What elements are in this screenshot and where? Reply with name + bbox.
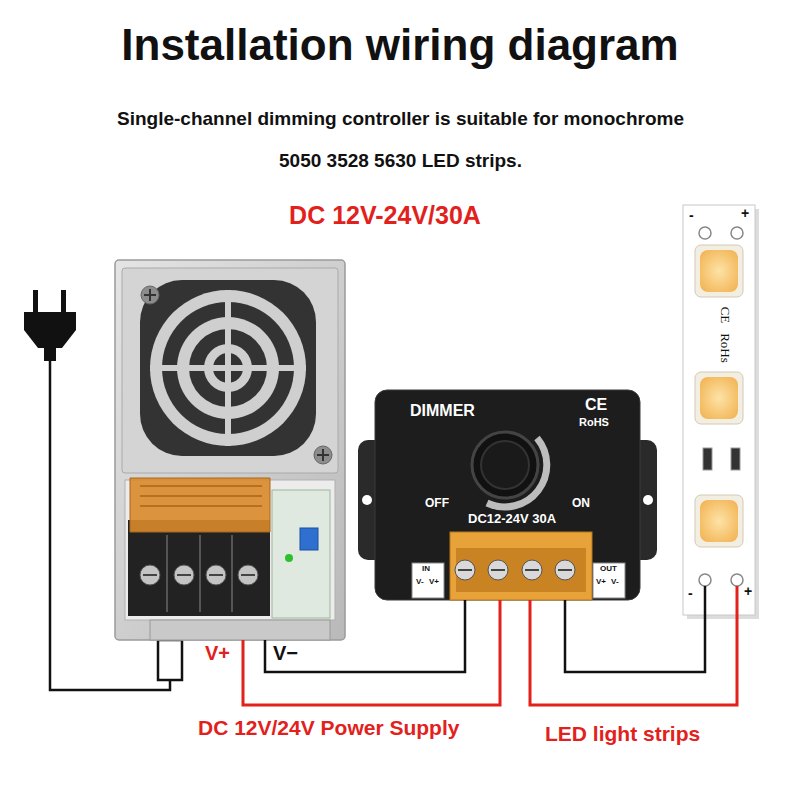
negative-wire xyxy=(565,600,705,672)
cert-mark: CE xyxy=(585,396,607,414)
polarity-mark: + xyxy=(741,205,749,221)
terminal-group: OUT xyxy=(600,564,617,573)
strip-label: LED light strips xyxy=(545,722,700,746)
pin-name: V- xyxy=(416,577,424,586)
cert-mark: CE xyxy=(718,307,733,324)
rating-label: DC 12V-24V/30A xyxy=(200,201,570,230)
led-strip-drawing xyxy=(683,205,759,619)
polarity-mark: - xyxy=(689,207,694,223)
power-supply-label: DC 12V/24V Power Supply xyxy=(198,716,459,740)
terminal-label: V+ xyxy=(205,642,230,665)
subtitle: Single-channel dimming controller is sui… xyxy=(112,98,689,182)
polarity-mark: - xyxy=(688,585,693,601)
title: Installation wiring diagram xyxy=(0,20,800,71)
dimmer-drawing xyxy=(358,390,657,600)
negative-wire xyxy=(265,600,465,672)
product-name: DIMMER xyxy=(410,402,475,420)
dimmer-controller: DIMMER CE RoHS OFF ON DC12-24V 30A IN V- V+ OUT V+… xyxy=(375,390,640,600)
knob-label: OFF xyxy=(425,497,449,511)
pin-name: V- xyxy=(611,577,619,586)
positive-wire xyxy=(243,600,500,705)
led-strip: - + CE RoHs - + xyxy=(683,205,755,615)
terminal-group: IN xyxy=(422,564,430,573)
polarity-mark: + xyxy=(744,583,752,599)
terminal-label: V− xyxy=(273,642,298,665)
rating-label: DC12-24V 30A xyxy=(468,512,556,527)
positive-wire xyxy=(530,600,737,705)
power-supply: V+V− xyxy=(115,260,345,640)
pin-name: V+ xyxy=(596,577,606,586)
cert-mark: RoHs xyxy=(718,333,733,363)
power-supply-drawing xyxy=(115,260,345,640)
knob-label: ON xyxy=(572,497,590,511)
cert-mark: RoHS xyxy=(579,416,609,429)
pin-name: V+ xyxy=(429,577,439,586)
